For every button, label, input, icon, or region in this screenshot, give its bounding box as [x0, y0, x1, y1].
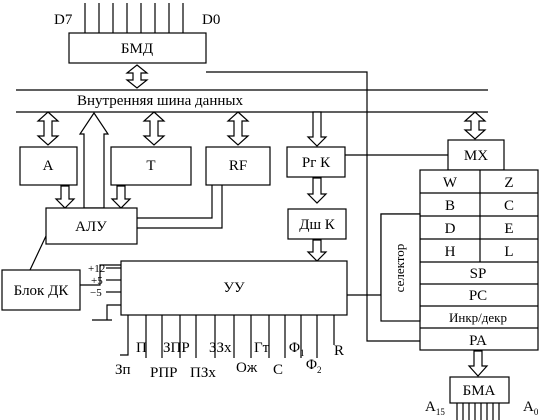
- bus-t-arrow: [142, 111, 166, 146]
- power-plus5: +5: [91, 275, 103, 287]
- register-file: [419, 169, 539, 351]
- multiplexer-label: MX: [464, 148, 488, 164]
- control-signal-lines: [120, 315, 335, 358]
- register-rgk: [286, 146, 346, 178]
- selector-label: селектор: [392, 244, 407, 293]
- bmd-label: БМД: [121, 41, 153, 57]
- alu-blokdk-link: [29, 235, 47, 271]
- rf-alu-line-inner: [137, 185, 223, 229]
- register-c: C: [504, 198, 514, 214]
- dshk-uu-arrow: [306, 239, 328, 262]
- signal-phi1: Φ1: [289, 340, 304, 358]
- bma-label: БМА: [463, 383, 496, 399]
- register-file-grid: [420, 170, 538, 329]
- bma-block: [449, 376, 510, 404]
- power-minus5: −5: [90, 287, 102, 299]
- signal-zpr: ЗПР: [163, 340, 190, 356]
- rf-alu-line-outer: [137, 185, 213, 219]
- bmd-pa-line: [206, 71, 420, 342]
- address-bus-pins: [456, 403, 500, 420]
- register-t-label: T: [146, 158, 155, 174]
- d7-label: D7: [54, 12, 73, 28]
- alu-bus-arrow: [78, 111, 110, 209]
- blokdk-uu-line: [80, 264, 121, 286]
- alu-block: [45, 207, 138, 245]
- register-b: B: [445, 198, 455, 214]
- bus-rgk-arrow: [306, 111, 328, 147]
- bmd-block: [68, 32, 207, 64]
- signal-pzx: ПЗх: [190, 365, 216, 381]
- decoder-dshk: [287, 208, 347, 240]
- pa-bma-arrow: [467, 350, 489, 377]
- d0-label: D0: [202, 12, 220, 28]
- signal-zp: Зп: [115, 362, 131, 378]
- register-rf: [205, 146, 271, 186]
- register-e: E: [504, 221, 513, 237]
- register-l: L: [504, 244, 513, 260]
- bus-mx-arrow: [463, 111, 487, 140]
- power-inputs: [92, 267, 121, 321]
- signal-ozh: Ож: [236, 360, 258, 376]
- register-a-label: A: [43, 158, 54, 174]
- blok-dk-label: Блок ДК: [14, 283, 70, 299]
- t-alu-arrow: [110, 185, 132, 209]
- register-z: Z: [504, 175, 513, 191]
- bmd-bus-arrow: [125, 64, 149, 89]
- register-rgk-label: Рг К: [302, 155, 331, 171]
- register-rf-label: RF: [229, 158, 247, 174]
- signal-s: С: [273, 362, 283, 378]
- a0-label: A0: [523, 399, 539, 417]
- signal-p: П: [136, 340, 147, 356]
- signal-gt: Гт: [254, 340, 270, 356]
- register-d: D: [445, 221, 456, 237]
- rgk-dshk-arrow: [306, 177, 328, 204]
- bus-a-arrow: [36, 111, 60, 146]
- register-w: W: [443, 175, 458, 191]
- register-a: [19, 146, 78, 186]
- register-pc: PC: [469, 288, 487, 304]
- selector-block: [380, 213, 421, 322]
- internal-bus-label: Внутренняя шина данных: [77, 93, 243, 109]
- control-unit-uu: [120, 260, 348, 316]
- register-pa: PA: [469, 333, 487, 349]
- inc-dec-unit: Инкр/декр: [449, 310, 507, 325]
- multiplexer-mx: [447, 139, 505, 171]
- a15-label: A15: [425, 399, 445, 417]
- register-sp: SP: [470, 266, 487, 282]
- a-alu-arrow: [54, 185, 76, 209]
- signal-phi2: Φ2: [306, 357, 321, 375]
- data-bus-pins: [84, 3, 184, 33]
- alu-label: АЛУ: [75, 219, 107, 235]
- blok-dk-block: [1, 269, 81, 311]
- register-t: [110, 146, 192, 186]
- power-plus12: +12: [88, 263, 105, 275]
- signal-rpr: РПР: [150, 365, 178, 381]
- decoder-dshk-label: Дш К: [299, 217, 336, 233]
- register-h: H: [445, 244, 456, 260]
- control-unit-label: УУ: [223, 280, 245, 296]
- bus-rf-arrow: [226, 111, 250, 146]
- signal-zzx: ЗЗх: [209, 340, 232, 356]
- signal-r: R: [334, 343, 344, 359]
